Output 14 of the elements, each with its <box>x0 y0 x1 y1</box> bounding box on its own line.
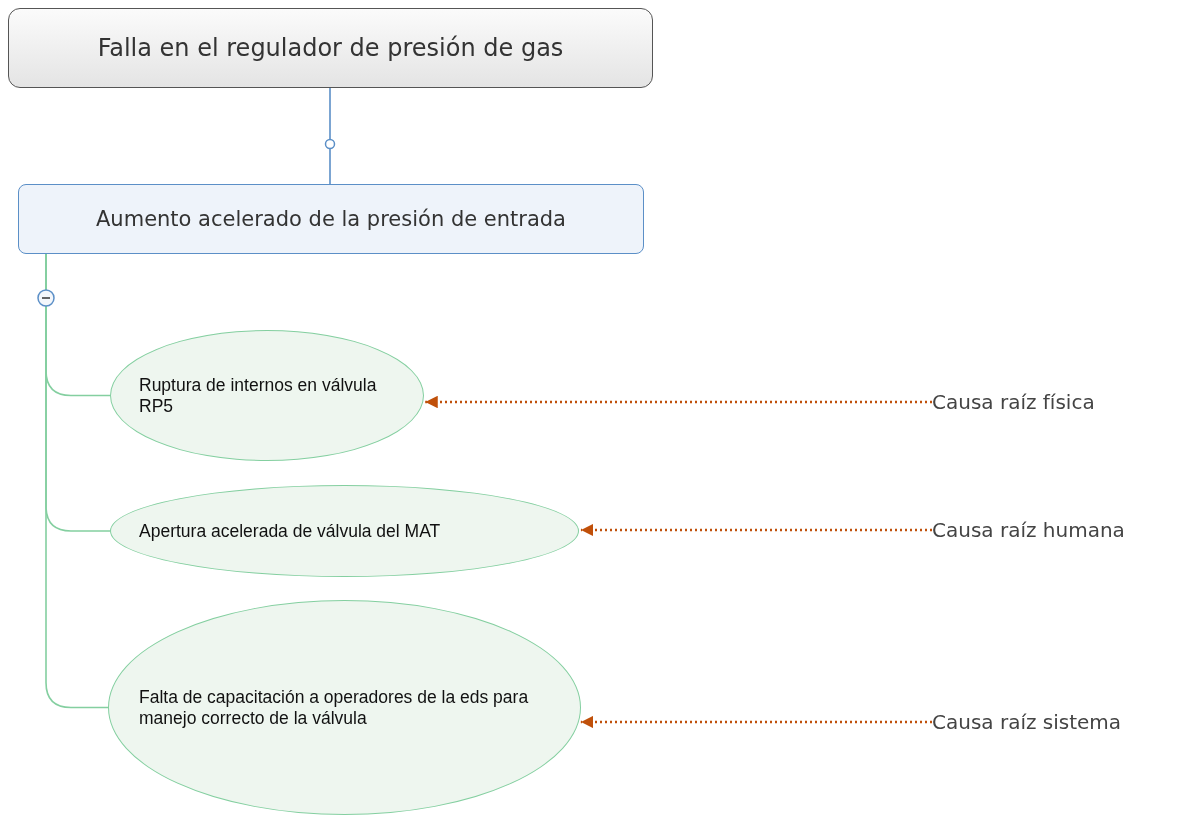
arrow <box>580 715 932 729</box>
topic-box <box>8 8 653 88</box>
subtopic-box <box>18 184 644 254</box>
node-text: Falta de capacitación a operadores de la eds para manejo correcto de la válvula <box>139 686 530 729</box>
node-text: Apertura acelerada de válvula del MAT <box>139 520 441 542</box>
cause-label: Causa raíz humana <box>932 518 1125 542</box>
node-text: Falla en el regulador de presión de gas <box>97 34 564 62</box>
cause-label: Causa raíz física <box>932 390 1095 414</box>
node-text: Ruptura de internos en válvula RP5 <box>139 374 378 417</box>
cause-label: Causa raíz sistema <box>932 710 1122 734</box>
arrow <box>425 395 932 409</box>
connector-line <box>329 87 331 185</box>
node-text: Aumento acelerado de la presión de entrada <box>96 207 566 231</box>
arrow <box>580 523 932 537</box>
